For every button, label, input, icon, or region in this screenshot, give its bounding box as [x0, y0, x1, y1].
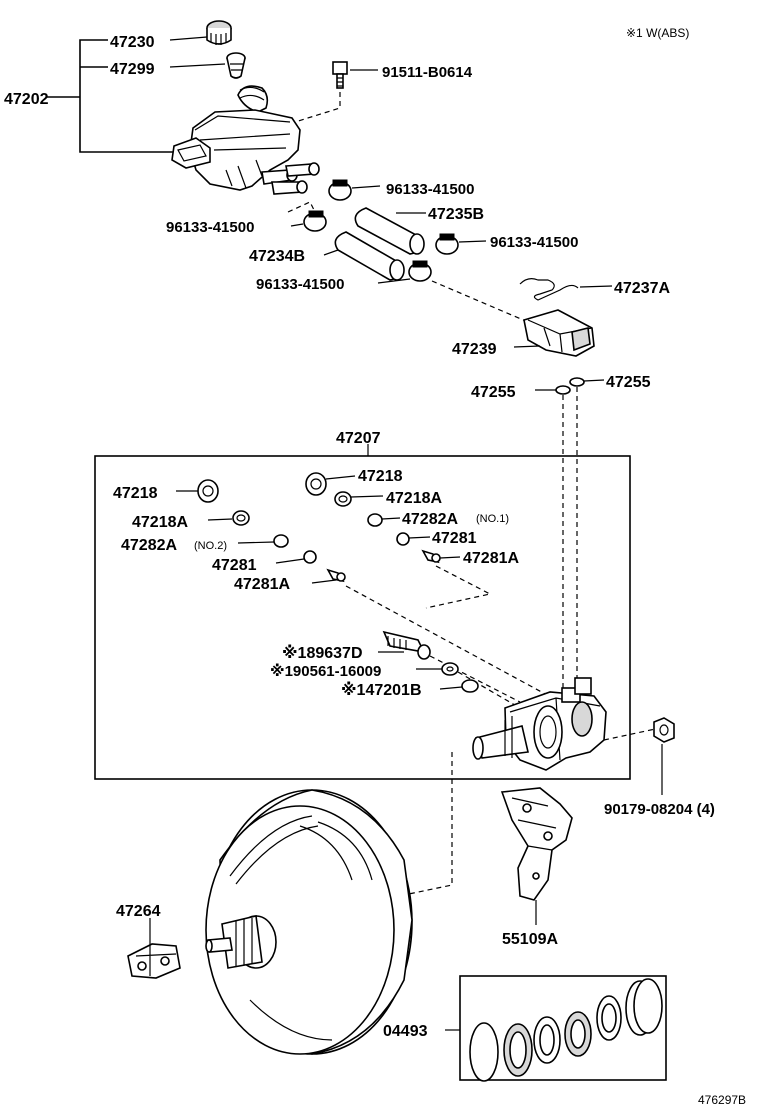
- label-47281-left: 47281: [212, 557, 257, 574]
- master-cylinder-box: [94, 444, 675, 795]
- label-47218-left: 47218: [113, 485, 158, 502]
- bolt-91511: [294, 61, 378, 123]
- abs-note: ※1 W(ABS): [626, 26, 689, 40]
- label-47264: 47264: [116, 903, 161, 920]
- label-90179: 90179-08204 (4): [604, 801, 715, 818]
- hoses-and-clips: [287, 179, 529, 323]
- kit-box-04493: [445, 975, 667, 1082]
- label-91511: 91511-B0614: [382, 64, 473, 81]
- bracket-parts: [513, 278, 613, 700]
- label-no2: (NO.2): [194, 540, 227, 552]
- master-cylinder-body: [472, 677, 661, 771]
- label-47281A-left: 47281A: [234, 576, 290, 593]
- label-96133-d: 96133-41500: [256, 276, 344, 293]
- clip-96133-c: [435, 233, 487, 255]
- grommets-47255: [535, 377, 605, 700]
- abs-parts: [378, 630, 521, 709]
- reservoir-assembly: [46, 20, 378, 195]
- label-47235B: 47235B: [428, 206, 484, 223]
- label-no1: (NO.1): [476, 513, 509, 525]
- clevis-47264: [127, 918, 181, 979]
- label-47218-right: 47218: [358, 468, 403, 485]
- label-96133-b: 96133-41500: [166, 219, 254, 236]
- label-47282A-no2: 47282A: [121, 537, 177, 554]
- label-90561: ※190561-16009: [270, 662, 381, 680]
- clip-96133-a: [328, 179, 381, 201]
- label-47218A-left: 47218A: [132, 514, 188, 531]
- label-47202: 47202: [4, 91, 49, 108]
- clip-96133-d: [377, 260, 529, 323]
- label-55109A: 55109A: [502, 931, 558, 948]
- label-47207: 47207: [336, 430, 381, 447]
- clip-47237A: [519, 278, 613, 301]
- label-96133-c: 96133-41500: [490, 234, 578, 251]
- label-47255-left: 47255: [471, 384, 516, 401]
- reservoir-tank: [171, 85, 320, 195]
- label-47230: 47230: [110, 34, 155, 51]
- clip-96133-b: [287, 201, 327, 232]
- label-96133-a: 96133-41500: [386, 181, 474, 198]
- label-47201B: ※147201B: [341, 681, 422, 699]
- small-parts: [176, 472, 561, 703]
- nut-90179: [653, 717, 675, 795]
- brake-booster: [205, 789, 413, 1055]
- label-47234B: 47234B: [249, 248, 305, 265]
- hose-47234B: [323, 231, 405, 281]
- label-47218A-right: 47218A: [386, 490, 442, 507]
- diagram-code: 476297B: [698, 1093, 746, 1107]
- label-47281A-right: 47281A: [463, 550, 519, 567]
- label-89637D: ※189637D: [282, 644, 363, 662]
- part-labels: ※1 W(ABS) 47202 47230 47299 91511-B0614 …: [4, 26, 746, 1107]
- label-47299: 47299: [110, 61, 155, 78]
- label-47237A: 47237A: [614, 280, 670, 297]
- label-47282A-no1: 47282A: [402, 511, 458, 528]
- bracket-47239: [513, 309, 595, 357]
- label-47281-right: 47281: [432, 530, 477, 547]
- label-04493: 04493: [383, 1023, 428, 1040]
- label-47239: 47239: [452, 341, 497, 358]
- reservoir-cap: [206, 20, 232, 45]
- bracket-55109A: [500, 787, 573, 925]
- reservoir-strainer: [226, 52, 246, 79]
- hose-47235B: [354, 207, 426, 255]
- label-47255-right: 47255: [606, 374, 651, 391]
